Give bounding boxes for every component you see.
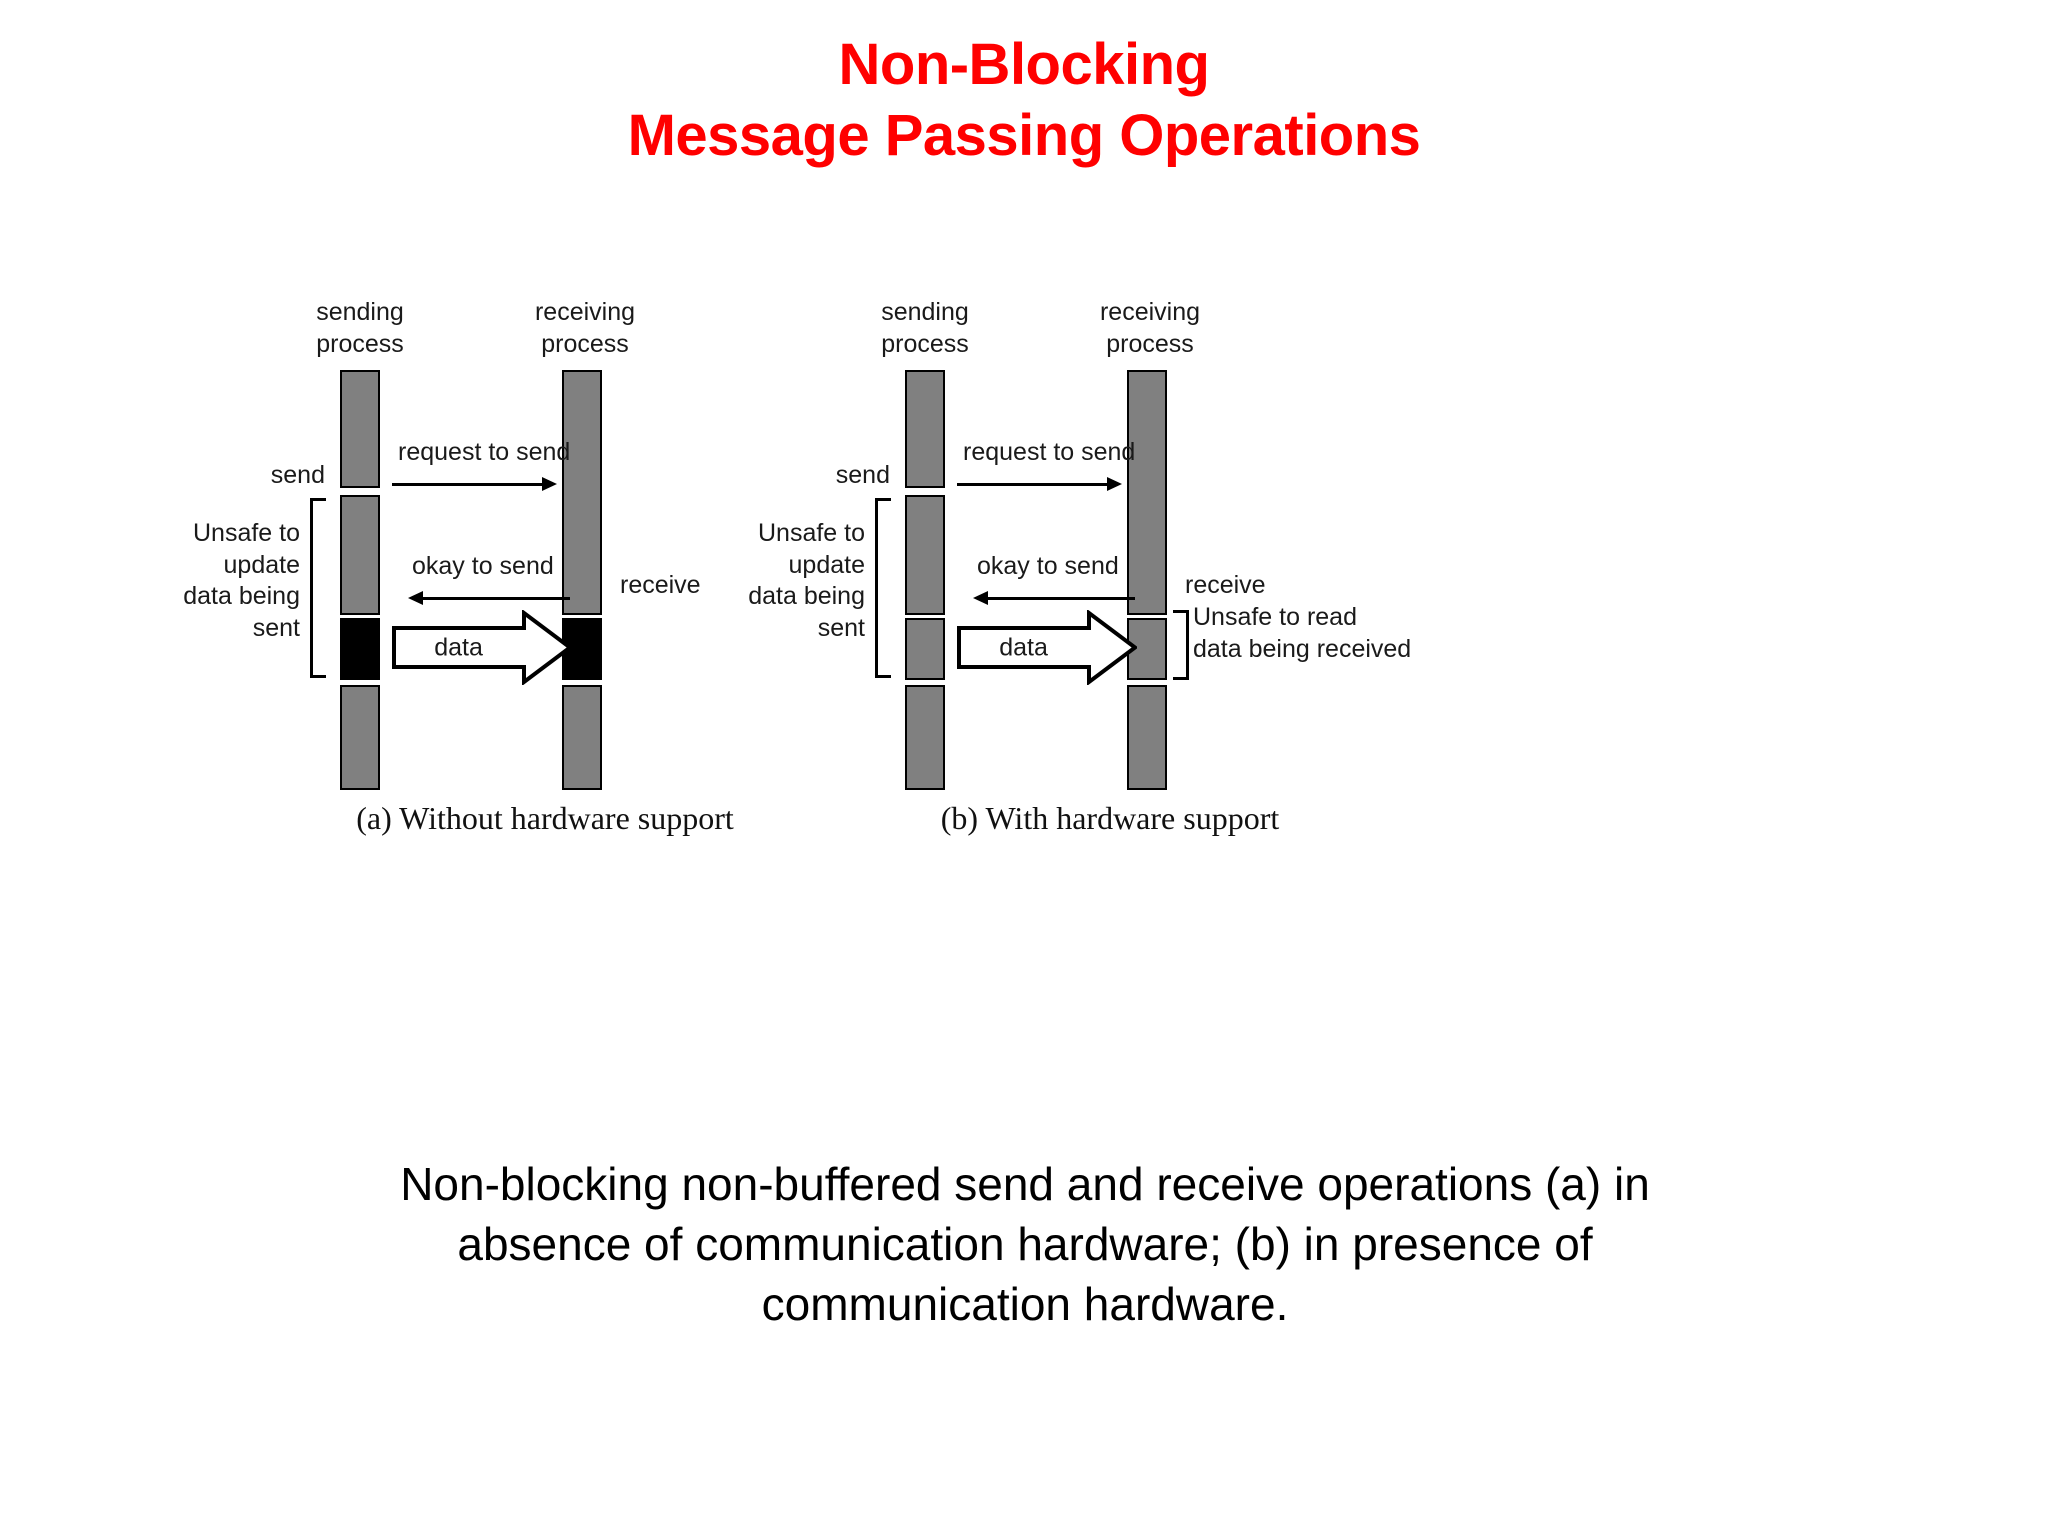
data-arrow-label-b: data — [999, 633, 1048, 661]
slide-caption: Non-blocking non-buffered send and recei… — [230, 1155, 1820, 1334]
send-label-b: send — [835, 461, 890, 489]
receiver-block-a-1 — [562, 370, 602, 615]
sender-block-b-3-transmitting — [905, 618, 945, 680]
data-block-arrow-b: data — [957, 610, 1137, 685]
message-label-request-to-send-b: request to send — [963, 438, 1136, 466]
caption-line-1: Non-blocking non-buffered send and recei… — [400, 1158, 1650, 1210]
unsafe-read-label-b: Unsafe to read data being received — [1193, 603, 1412, 663]
data-arrow-label-a: data — [434, 633, 483, 661]
receiving-process-header-b: receiving process — [1099, 298, 1201, 358]
sender-block-b-4 — [905, 685, 945, 790]
caption-line-2: absence of communication hardware; (b) i… — [457, 1217, 1593, 1270]
message-arrow-okay-to-send-a — [418, 597, 570, 600]
sender-block-a-4 — [340, 685, 380, 790]
unsafe-update-label-a: Unsafe to update data being sent — [183, 519, 300, 642]
message-arrow-request-to-send-b — [957, 483, 1112, 486]
unsafe-update-label-b: Unsafe to update data being sent — [748, 519, 865, 642]
sender-block-b-2 — [905, 495, 945, 615]
sender-block-a-1 — [340, 370, 380, 488]
arrowhead-right-icon — [1107, 477, 1122, 491]
receiver-block-b-1 — [1127, 370, 1167, 615]
title-line-1: Non-Blocking — [838, 32, 1210, 97]
unsafe-read-bracket-b — [1173, 610, 1189, 680]
message-arrow-okay-to-send-b — [983, 597, 1135, 600]
figure: sending process receiving process send r… — [0, 270, 2048, 850]
message-label-request-to-send-a: request to send — [398, 438, 571, 466]
sender-block-a-2 — [340, 495, 380, 615]
panel-without-hardware-support: sending process receiving process send r… — [183, 270, 950, 850]
caption-line-3: communication hardware. — [761, 1277, 1289, 1330]
panel-with-hardware-support: sending process receiving process send r… — [748, 270, 1515, 850]
unsafe-bracket-a — [310, 498, 326, 678]
arrowhead-right-icon — [542, 477, 557, 491]
sender-block-b-1 — [905, 370, 945, 488]
subfigure-caption-a: (a) Without hardware support — [356, 800, 734, 836]
page-title: Non-Blocking Message Passing Operations — [0, 30, 2048, 172]
sender-block-a-3-transmitting — [340, 618, 380, 680]
receiving-process-header-a: receiving process — [534, 298, 636, 358]
receive-label-b: receive — [1185, 571, 1266, 599]
message-arrow-request-to-send-a — [392, 483, 547, 486]
message-label-okay-to-send-b: okay to send — [977, 552, 1119, 580]
message-label-okay-to-send-a: okay to send — [412, 552, 554, 580]
title-line-2: Message Passing Operations — [627, 102, 1421, 168]
subfigure-caption-b: (b) With hardware support — [940, 800, 1280, 836]
receiver-block-b-3 — [1127, 685, 1167, 790]
sending-process-header-a: sending process — [316, 298, 404, 358]
arrowhead-left-icon — [973, 591, 988, 605]
arrowhead-left-icon — [408, 591, 423, 605]
receive-label-a: receive — [620, 571, 701, 599]
sending-process-header-b: sending process — [881, 298, 969, 358]
receiver-block-a-3 — [562, 685, 602, 790]
send-label-a: send — [270, 461, 325, 489]
data-block-arrow-a: data — [392, 610, 572, 685]
unsafe-bracket-b — [875, 498, 891, 678]
